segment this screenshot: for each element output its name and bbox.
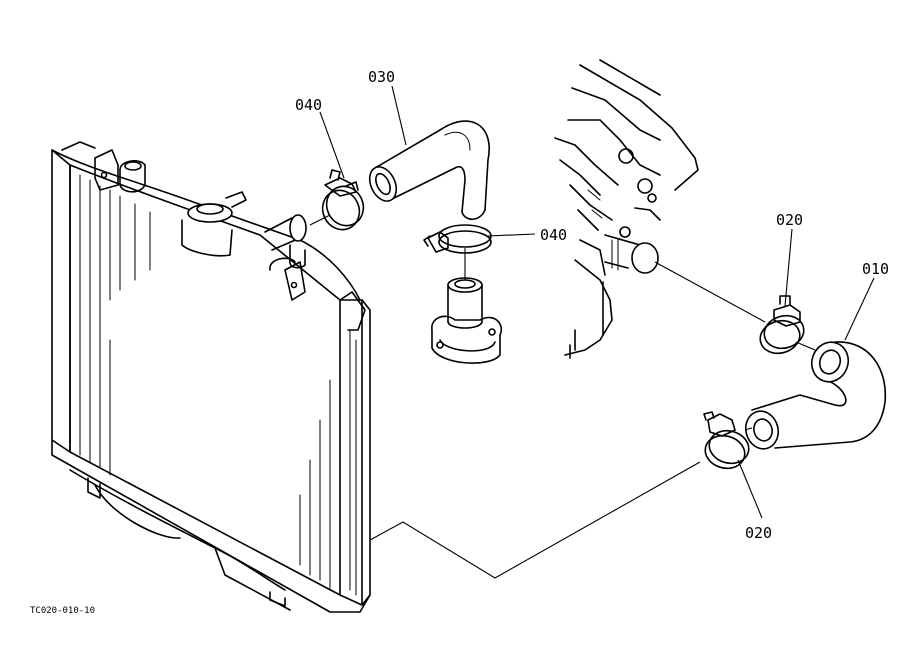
part-040-clamp-left bbox=[321, 169, 365, 231]
label-010: 010 bbox=[862, 260, 889, 278]
leader-lines bbox=[309, 85, 875, 579]
part-010-lower-hose bbox=[744, 341, 887, 450]
reference-code: TC020-010-10 bbox=[30, 606, 95, 616]
label-020-lower: 020 bbox=[745, 524, 772, 542]
label-030: 030 bbox=[368, 68, 395, 86]
part-020-clamp-upper bbox=[759, 295, 805, 355]
part-030-upper-hose bbox=[368, 120, 490, 221]
part-040-clamp-right bbox=[423, 224, 492, 254]
engine-block bbox=[554, 59, 699, 359]
part-020-clamp-lower bbox=[703, 411, 750, 470]
label-040-left: 040 bbox=[295, 96, 322, 114]
label-020-upper: 020 bbox=[776, 211, 803, 229]
thermostat-housing bbox=[431, 277, 502, 364]
radiator bbox=[51, 141, 371, 613]
part-labels: 030 040 040 020 010 020 TC020-010-10 bbox=[30, 68, 889, 616]
label-040-right: 040 bbox=[540, 226, 567, 244]
